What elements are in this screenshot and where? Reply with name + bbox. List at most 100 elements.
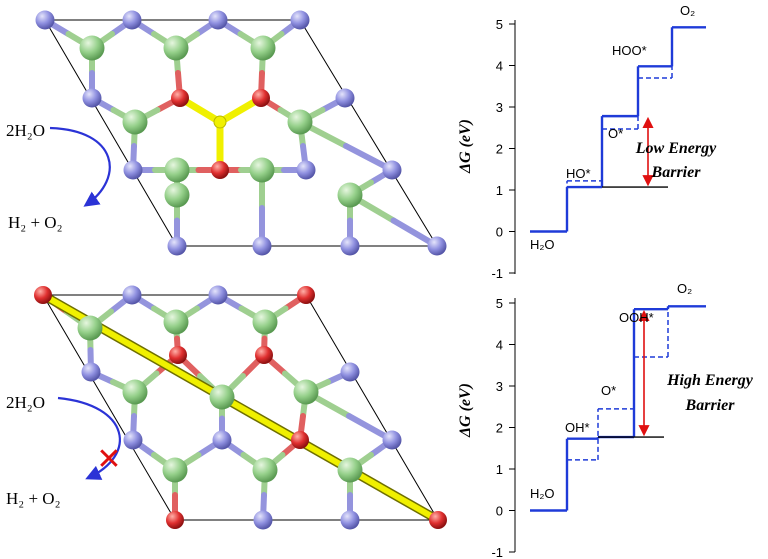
nitrogen-atom — [167, 236, 187, 256]
annotation-line-2: Barrier — [651, 164, 702, 181]
nitrogen-atom — [35, 10, 55, 30]
oxygen-atom — [297, 286, 315, 304]
carbon-atom — [164, 182, 190, 208]
y-tick-label: 1 — [496, 462, 503, 477]
y-tick-label: 0 — [496, 225, 503, 240]
oxygen-atom — [166, 511, 184, 529]
oxygen-atom — [211, 161, 229, 179]
oxygen-atom — [169, 346, 187, 364]
step-label-O*: O* — [608, 126, 623, 141]
nitrogen-atom — [340, 510, 360, 530]
step-label-OOH*: OOH* — [619, 310, 654, 325]
y-tick-label: 3 — [496, 100, 503, 115]
step-label-H2O: H₂O — [530, 237, 555, 252]
nitrogen-atom — [335, 88, 355, 108]
carbon-atom — [252, 309, 278, 335]
top-reactant-label: 2H₂O — [6, 121, 45, 140]
carbon-atom — [287, 109, 313, 135]
annotation-line-1: Low Energy — [635, 140, 717, 157]
annotation-line-1: High Energy — [666, 372, 754, 389]
top-atoms — [35, 10, 447, 256]
y-tick-label: 4 — [496, 338, 503, 353]
y-axis-label: ΔG (eV) — [457, 383, 474, 438]
top-bonds — [42, 17, 440, 249]
step-labels: H₂O HO* O* HOO* O₂ — [530, 3, 695, 252]
nitrogen-atom — [252, 236, 272, 256]
nitrogen-atom — [253, 510, 273, 530]
nitrogen-atom — [123, 430, 143, 450]
nitrogen-atom — [340, 236, 360, 256]
nitrogen-atom — [82, 88, 102, 108]
oxygen-atom — [34, 286, 52, 304]
nitrogen-atom — [296, 160, 316, 180]
barrier-marker — [602, 116, 668, 188]
highlight-diagonal-fill — [40, 292, 441, 523]
oxygen-atom — [171, 89, 189, 107]
bottom-structure — [34, 285, 447, 530]
carbon-atom — [77, 315, 103, 341]
y-tick-label: 1 — [496, 183, 503, 198]
nitrogen-atom — [122, 10, 142, 30]
highlight-center — [213, 115, 227, 129]
carbon-atom — [252, 457, 278, 483]
dashed-energy-path — [530, 305, 706, 512]
y-tick-label: -1 — [491, 545, 503, 559]
carbon-atom — [163, 309, 189, 335]
nitrogen-atom — [382, 160, 402, 180]
bottom-reaction-arrow — [57, 396, 121, 480]
oxygen-atom — [252, 89, 270, 107]
carbon-atom — [122, 379, 148, 405]
nitrogen-atom — [208, 285, 228, 305]
step-label-HO*: HO* — [566, 166, 591, 181]
nitrogen-atom — [212, 430, 232, 450]
dashed-energy-path — [530, 26, 706, 233]
nitrogen-atom — [340, 362, 360, 382]
oxygen-atom — [291, 431, 309, 449]
barrier-marker — [598, 309, 664, 438]
top-reaction: 2H₂O H₂ + O₂ — [6, 121, 111, 232]
step-label-HOO*: HOO* — [612, 43, 647, 58]
top-reaction-arrow — [49, 126, 111, 207]
nitrogen-atom — [427, 236, 447, 256]
bottom-reactant-label: 2H₂O — [6, 393, 45, 412]
step-label-OH*: OH* — [565, 420, 590, 435]
oxygen-atom — [255, 346, 273, 364]
y-tick-label: 0 — [496, 504, 503, 519]
carbon-atom — [162, 457, 188, 483]
top-product-label: H₂ + O₂ — [8, 213, 63, 232]
blocked-x-mark: ✕ — [96, 442, 121, 477]
carbon-atom — [163, 35, 189, 61]
y-tick-label: 2 — [496, 421, 503, 436]
highlight-trimer-bonds — [176, 94, 265, 174]
carbon-atom — [122, 109, 148, 135]
y-tick-label: 5 — [496, 17, 503, 32]
y-tick-label: 3 — [496, 379, 503, 394]
nitrogen-atom — [123, 160, 143, 180]
bottom-product-label: H₂ + O₂ — [6, 489, 61, 508]
nitrogen-atom — [290, 10, 310, 30]
step-label-O2: O₂ — [677, 281, 692, 296]
nitrogen-atom — [382, 430, 402, 450]
y-tick-label: 4 — [496, 59, 503, 74]
carbon-atom — [250, 35, 276, 61]
step-label-O2: O₂ — [680, 3, 695, 18]
carbon-atom — [337, 457, 363, 483]
carbon-atom — [249, 157, 275, 183]
carbon-atom — [337, 182, 363, 208]
nitrogen-atom — [208, 10, 228, 30]
carbon-atom — [79, 35, 105, 61]
step-label-H2O: H₂O — [530, 486, 555, 501]
bottom-atoms — [34, 285, 447, 530]
annotation-line-2: Barrier — [685, 397, 736, 414]
carbon-atom — [164, 157, 190, 183]
nitrogen-atom — [122, 285, 142, 305]
carbon-atom — [293, 379, 319, 405]
nitrogen-atom — [81, 362, 101, 382]
